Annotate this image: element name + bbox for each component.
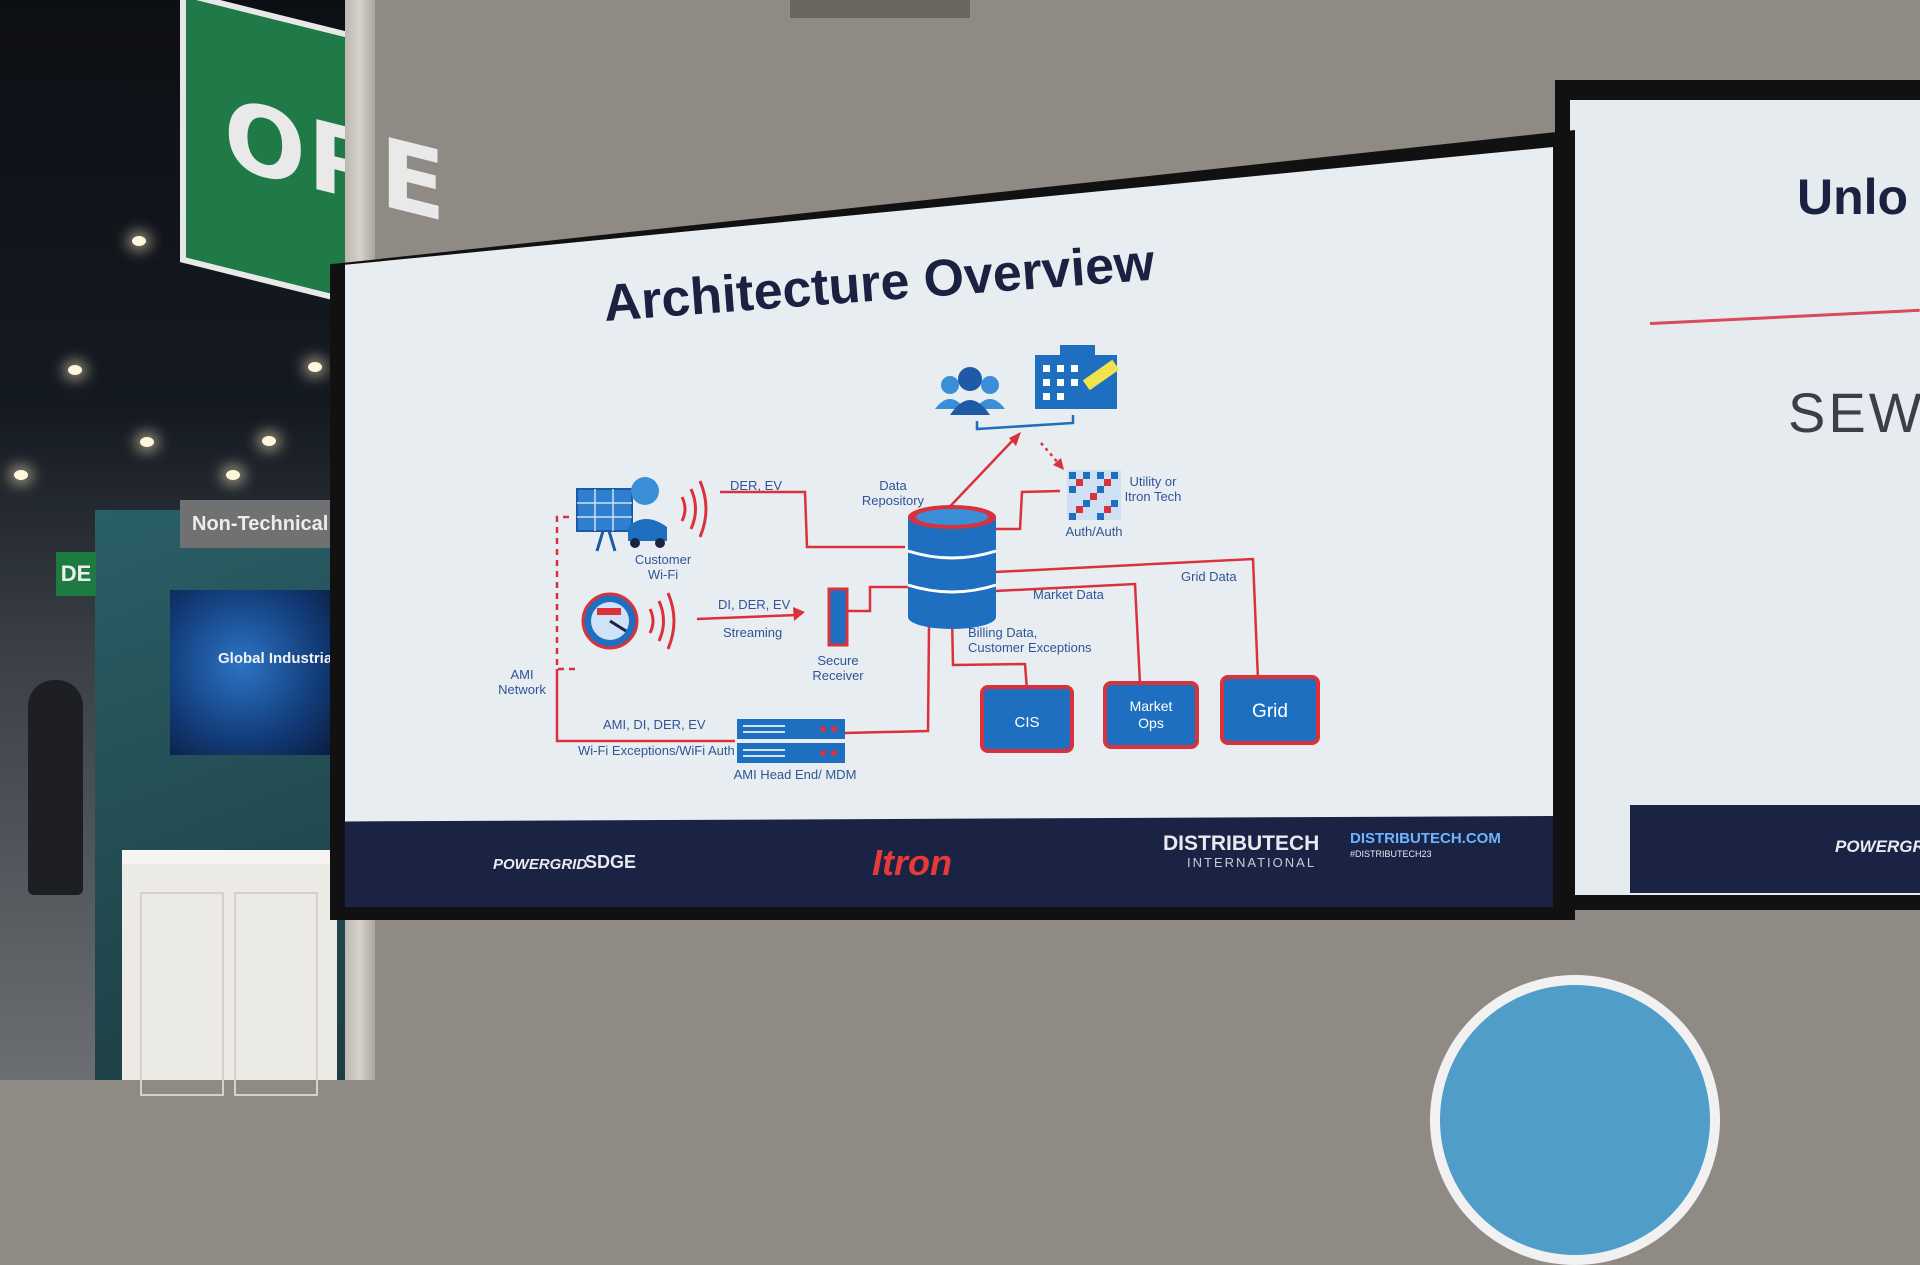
database-icon: [907, 505, 997, 629]
label-wifi-exceptions: Wi-Fi Exceptions/WiFi Auth: [578, 743, 735, 758]
line-billing-data: [950, 615, 1029, 691]
label-ami-network: Network: [498, 682, 546, 697]
itron-logo: Itron: [872, 842, 952, 883]
cis-box: CIS: [980, 685, 1074, 753]
open-sign-text: OPE: [224, 76, 448, 245]
distributech-logo: DISTRIBUTECH: [1163, 832, 1320, 855]
label-data-repository: Repository: [862, 493, 925, 508]
ceiling-light: [68, 365, 82, 375]
side-monitor-screen: [1570, 100, 1920, 895]
label-utility-tech: Utility or: [1130, 474, 1178, 489]
slide-title: Architecture Overview: [602, 234, 1157, 333]
ceiling-light: [140, 437, 154, 447]
market-ops-label: Ops: [1138, 715, 1164, 731]
booth-counter: [122, 850, 337, 1096]
connection-lines: [555, 437, 1260, 743]
booth-label: Non-Technical Lo: [180, 500, 340, 548]
side-powergrid-logo: POWERGRID: [1835, 837, 1920, 856]
label-streaming: Streaming: [723, 625, 782, 640]
label-utility-tech: Itron Tech: [1125, 489, 1182, 504]
label-auth: Auth/Auth: [1065, 524, 1122, 539]
booth-screen-title: Global Industrial I: [218, 650, 345, 667]
line-repo-users: [939, 437, 1016, 518]
international-logo: INTERNATIONAL: [1187, 855, 1317, 870]
architecture-slide: Architecture Overview: [345, 147, 1553, 907]
architecture-diagram: Architecture Overview: [498, 234, 1320, 782]
line-receiver-repo: [845, 585, 908, 613]
distributech-url[interactable]: DISTRIBUTECH.COM: [1350, 830, 1501, 847]
label-billing-data: Billing Data,: [968, 625, 1037, 640]
counter-door: [140, 892, 224, 1096]
sponsor-banner: POWERGRID SDGE Itron DISTRIBUTECH INTERN…: [345, 816, 1553, 907]
label-ami-network: AMI: [510, 667, 533, 682]
head-end-server-icon: [737, 719, 845, 763]
label-market-data: Market Data: [1033, 587, 1105, 602]
line-der-ev: [720, 490, 905, 549]
wifi-signal-icon: [648, 592, 676, 650]
arrow-head: [1009, 432, 1021, 446]
line-ami-network-dashed: [555, 515, 575, 671]
line-market-data: [994, 582, 1142, 685]
building-icon: [1035, 345, 1120, 409]
label-secure-receiver: Receiver: [812, 668, 864, 683]
label-head-end: AMI Head End/ MDM: [734, 767, 857, 782]
auth-grid-icon: [1067, 470, 1121, 520]
secure-receiver-icon: [827, 587, 849, 647]
arrow-head: [793, 607, 805, 621]
label-data-repository: Data: [879, 478, 907, 493]
line-auth-dotted: [1040, 442, 1061, 466]
label-grid-data: Grid Data: [1181, 569, 1237, 584]
wall-panel: [790, 0, 970, 18]
line-di-der-ev: [696, 613, 798, 621]
distributech-hashtag: #DISTRIBUTECH23: [1350, 849, 1432, 859]
counter-door: [234, 892, 318, 1096]
ceiling-light: [14, 470, 28, 480]
smart-meter-icon: [581, 592, 639, 650]
label-customer-wifi: Wi-Fi: [648, 567, 678, 582]
line-grid-data: [994, 557, 1260, 681]
label-di-der-ev: DI, DER, EV: [718, 597, 791, 612]
arrow-head: [1053, 458, 1064, 470]
side-slide-title: Unlo: [1797, 169, 1909, 225]
label-customer-wifi: Customer: [635, 552, 692, 567]
line-ami-network: [555, 669, 735, 743]
users-group-icon: [935, 367, 1005, 415]
line-repo-auth: [995, 489, 1061, 531]
powergrid-logo: POWERGRID: [493, 856, 588, 873]
side-slide-banner: POWERGRID: [1630, 805, 1920, 893]
solar-ev-icon: [576, 477, 667, 552]
ceiling-light: [226, 470, 240, 480]
ceiling-light: [262, 436, 276, 446]
ceiling-light: [308, 362, 322, 372]
open-sign: OPE: [180, 0, 448, 304]
label-ami-di-der-ev: AMI, DI, DER, EV: [603, 717, 706, 732]
booth-screen: Global Industrial I: [170, 590, 350, 755]
ceiling-light: [132, 236, 146, 246]
booth-exit-sign: DE: [56, 552, 96, 596]
cis-label: CIS: [1014, 714, 1039, 731]
label-billing-data: Customer Exceptions: [968, 640, 1092, 655]
attendee-silhouette: [28, 680, 83, 895]
grid-box: Grid: [1220, 675, 1320, 745]
market-ops-label: Market: [1130, 698, 1173, 714]
grid-label: Grid: [1252, 701, 1288, 722]
floor-sign: [1430, 975, 1720, 1265]
group-bracket: [975, 415, 1075, 431]
sdge-logo: SDGE: [585, 852, 637, 872]
label-der-ev: DER, EV: [730, 478, 782, 493]
market-ops-box: Market Ops: [1103, 681, 1199, 749]
label-secure-receiver: Secure: [817, 653, 858, 668]
wifi-signal-icon: [680, 480, 708, 538]
line-headend-repo: [844, 626, 931, 735]
side-slide-logo: SEW: [1788, 381, 1920, 444]
